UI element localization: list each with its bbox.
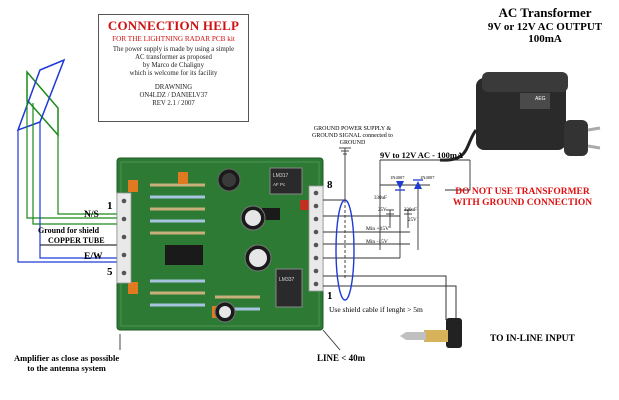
help-line: REV 2.1 / 2007 [152, 99, 195, 107]
help-line: The power supply is made by using a simp… [112, 46, 235, 53]
ground-note-line: GROUND POWER SUPPLY & [313, 126, 392, 132]
transformer-title: AC Transformer 9V or 12V AC OUTPUT 100mA [460, 5, 619, 45]
cap1-voltage: 25V [378, 208, 387, 213]
terminal-pin-8-right: 8 [327, 179, 333, 191]
output-wires [323, 199, 457, 320]
help-line: by Marco de Chaligny [143, 61, 204, 69]
chip-label-1: LM317 [273, 173, 289, 179]
shield-label-2: COPPER TUBE [48, 236, 105, 245]
ew-label: E/W [84, 252, 103, 262]
diode1-label: 1N4007 [390, 175, 405, 180]
help-title: CONNECTION HELP [107, 18, 240, 33]
antenna-loops [16, 58, 66, 137]
pcb-board [116, 157, 324, 331]
ground-note: GROUND POWER SUPPLY & GROUND SIGNAL conn… [312, 126, 393, 147]
chip-label-2: LM337 [279, 277, 295, 283]
amplifier-note-line: Amplifier as close as possible [14, 353, 120, 363]
note-leaders [119, 329, 341, 351]
warning-text: DO NOT USE TRANSFORMER WITH GROUND CONNE… [430, 187, 615, 209]
help-line: which is welcome for its facility [129, 69, 218, 77]
cap2-label: 330uF [404, 208, 417, 213]
transformer-name: AC Transformer [498, 5, 592, 20]
ns-label: N/S [84, 210, 99, 220]
help-line: DRAWNING [154, 83, 193, 91]
help-line: AC transformer as proposed [135, 53, 212, 61]
warning-line: WITH GROUND CONNECTION [452, 197, 593, 208]
shield-label-1: Ground for shield [38, 226, 100, 235]
transformer-brand: AEG [535, 96, 546, 102]
antenna-leads [17, 100, 122, 263]
warning-line: DO NOT USE TRANSFORMER [455, 187, 590, 197]
cap2-voltage: 25V [408, 218, 417, 223]
inline-input-label: TO IN-LINE INPUT [490, 334, 575, 344]
terminal-pin-1-right: 1 [327, 290, 333, 302]
diode-symbols [395, 179, 423, 191]
terminal-pin-1-left: 1 [107, 200, 113, 212]
help-body: The power supply is made by using a simp… [99, 46, 248, 108]
diode2-label: 1N4007 [420, 175, 435, 180]
supply-label: 9V to 12V AC - 100mA [380, 150, 464, 160]
chip-note: AF Pc [273, 182, 286, 187]
shield-cable-note: Use shield cable if lenght > 5m [329, 305, 423, 314]
supply-circuit [339, 147, 471, 280]
cap1-label: 330uF [374, 196, 387, 201]
help-line: ON4LDZ / DANIELV37 [139, 91, 208, 99]
ground-note-line: GROUND SIGNAL connected to [312, 132, 393, 139]
ground-note-line: GROUND [339, 139, 366, 146]
help-subtitle: FOR THE LIGHTNING RADAR PCB kit [112, 35, 235, 43]
amplifier-note: Amplifier as close as possible to the an… [14, 353, 120, 373]
transformer-output: 9V or 12V AC OUTPUT [487, 21, 603, 33]
jack-plug [400, 318, 462, 348]
amplifier-note-line: to the antenna system [27, 362, 106, 373]
rail-negative: Min -15V [366, 239, 388, 245]
transformer-current: 100mA [528, 33, 562, 45]
rail-positive: Min +15V [366, 226, 390, 232]
transformer-image [439, 72, 601, 162]
help-box: CONNECTION HELP FOR THE LIGHTNING RADAR … [98, 14, 249, 122]
line-length-note: LINE < 40m [317, 353, 366, 363]
terminal-pin-5-left: 5 [107, 266, 113, 278]
